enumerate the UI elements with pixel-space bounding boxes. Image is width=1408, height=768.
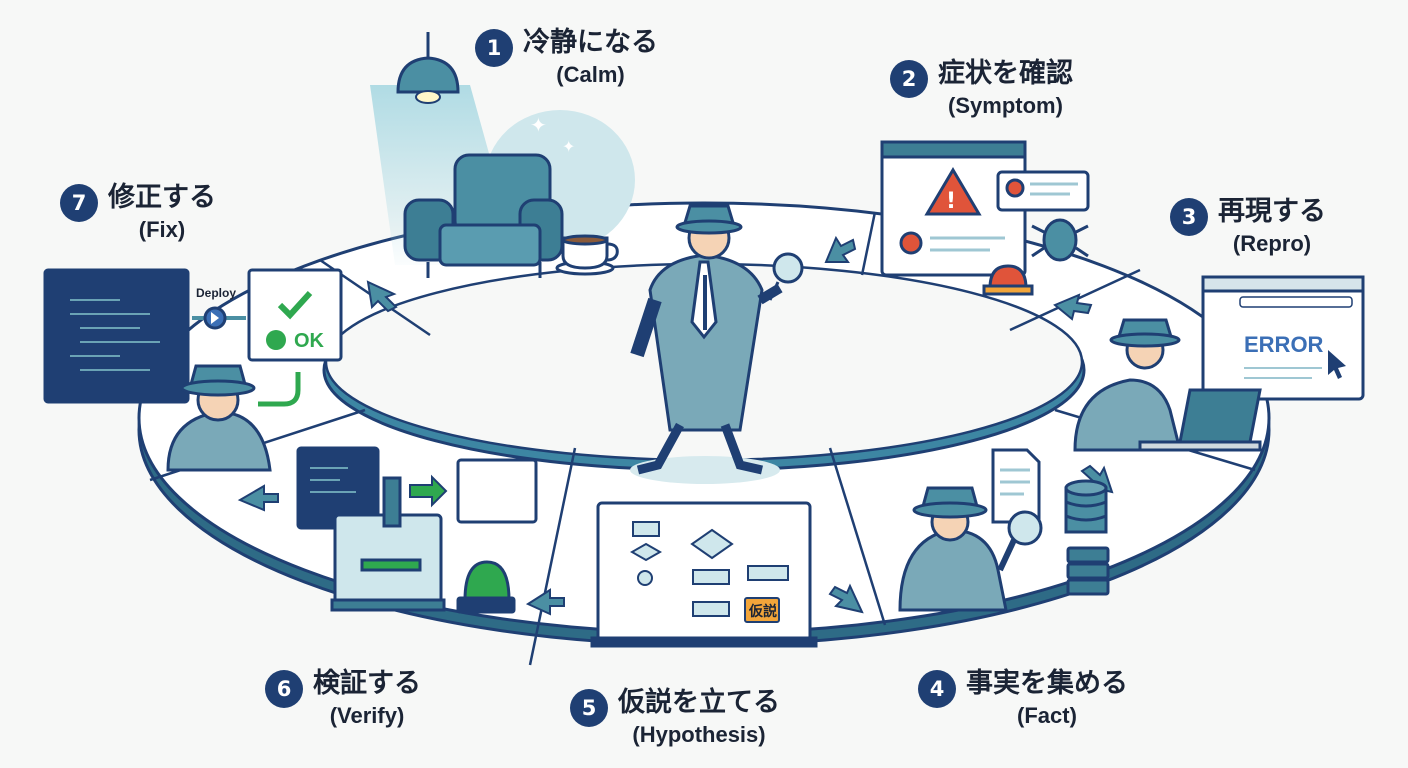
step-6-number: 6 [265,670,303,708]
step-2-title: 症状を確認 [938,58,1073,89]
svg-text:!: ! [946,189,956,214]
laptop-icon [1138,388,1262,452]
magnifier-icon [768,252,804,301]
step-5-label: 5 仮説を立てる (Hypothesis) [570,685,780,749]
armchair-icon [403,153,564,278]
step-2-subtitle: (Symptom) [948,93,1063,118]
step-2-label: 2 症状を確認 (Symptom) [890,56,1073,120]
fact-illustration [898,448,1110,612]
step-1-subtitle: (Calm) [556,62,625,87]
green-light-icon [456,560,516,614]
deploy-play-icon [192,306,246,330]
repro-illustration: ERROR [1073,275,1365,452]
alert-window-icon: ! [880,140,1027,277]
test-machine-icon [330,476,446,612]
step-5-subtitle: (Hypothesis) [632,722,766,747]
step-4-label: 4 事実を集める (Fact) [918,666,1128,730]
svg-text:✦: ✦ [562,137,575,156]
step-1-title: 冷静になる [523,27,658,58]
step-7-subtitle: (Fix) [138,217,186,242]
step-1-label: 1 冷静になる (Calm) [475,25,658,89]
step-5-title: 仮説を立てる [618,687,780,718]
coffee-cup-icon [555,234,619,276]
svg-text:OK: OK [294,330,325,352]
step-4-number: 4 [918,670,956,708]
lamp-icon [396,32,460,104]
server-icon [1066,546,1110,596]
step-7-number: 7 [60,184,98,222]
step-7-title: 修正する [108,182,216,213]
siren-icon [982,264,1034,296]
browser-error-icon: ERROR [1201,275,1365,401]
step-3-label: 3 再現する (Repro) [1170,194,1326,258]
step-6-title: 検証する [313,668,421,699]
step-3-title: 再現する [1218,196,1326,227]
svg-text:仮説: 仮説 [748,603,777,620]
verify-illustration [296,446,538,614]
calm-illustration: ✦ ✦ [370,32,635,278]
step-4-title: 事実を集める [966,668,1128,699]
svg-text:Deploy: Deploy [196,286,236,300]
step-4-subtitle: (Fact) [1017,703,1077,728]
step-7-label: 7 修正する (Fix) [60,180,216,244]
step-3-subtitle: (Repro) [1232,231,1312,256]
step-1-number: 1 [475,29,513,67]
step-3-number: 3 [1170,198,1208,236]
svg-text:✦: ✦ [530,113,547,137]
code-window-icon [43,268,190,404]
document-icon [991,448,1041,524]
step-6-label: 6 検証する (Verify) [265,666,421,730]
step-5-number: 5 [570,689,608,727]
fix-illustration: Deploy OK [43,268,343,472]
step-2-number: 2 [890,60,928,98]
svg-text:ERROR: ERROR [1244,332,1324,357]
step-6-subtitle: (Verify) [329,703,405,728]
detective-icon [630,204,804,484]
whiteboard-flowchart-icon: 仮説 [590,501,818,648]
ok-check-icon: OK [247,268,343,362]
symptom-illustration: ! [880,140,1090,296]
database-icon [1064,479,1108,534]
bug-icon [1031,218,1089,262]
